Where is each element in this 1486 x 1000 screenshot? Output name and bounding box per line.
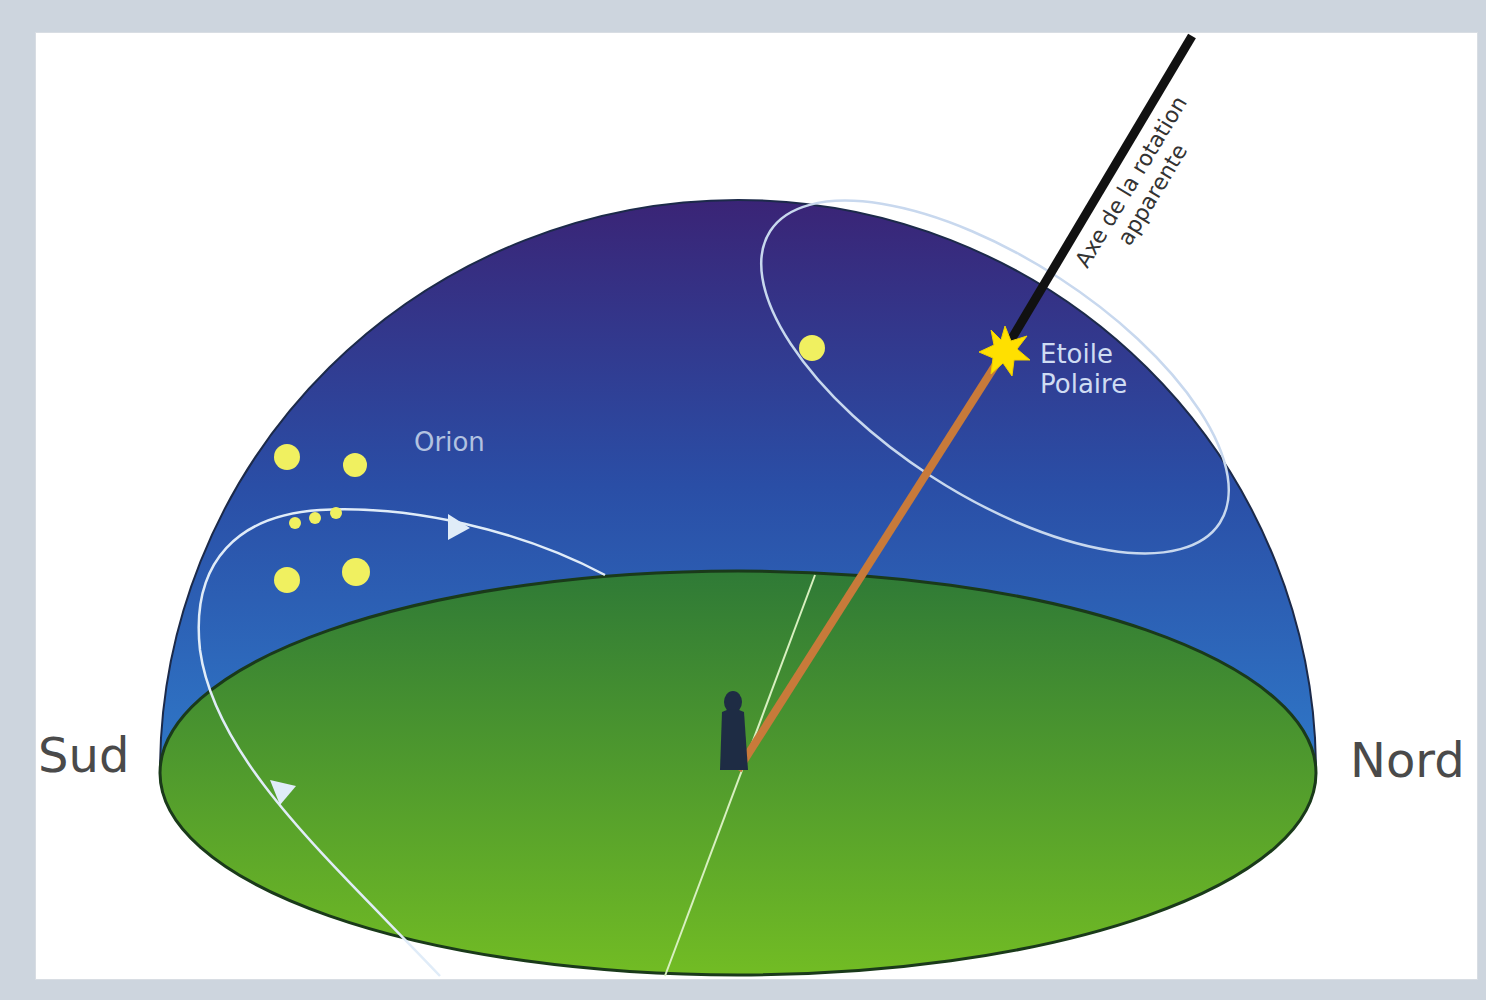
ground-plane (160, 571, 1316, 975)
circumpolar-star (799, 335, 825, 361)
polaris-star (979, 326, 1030, 376)
polar-circle (706, 132, 1284, 622)
orion-stars (274, 444, 370, 593)
axis-label: Axe de la rotation apparente (1056, 68, 1228, 308)
direction-label: Nord (1350, 733, 1465, 788)
path-arrow (270, 780, 296, 805)
observer-axis (738, 350, 1005, 770)
star-label: Orion (414, 428, 485, 458)
star-label: Etoile Polaire (1040, 340, 1190, 400)
direction-label: Sud (38, 728, 129, 783)
meridian-line (665, 575, 815, 976)
path-arrow (448, 514, 470, 540)
orion-path (199, 509, 605, 976)
observer (720, 691, 748, 770)
